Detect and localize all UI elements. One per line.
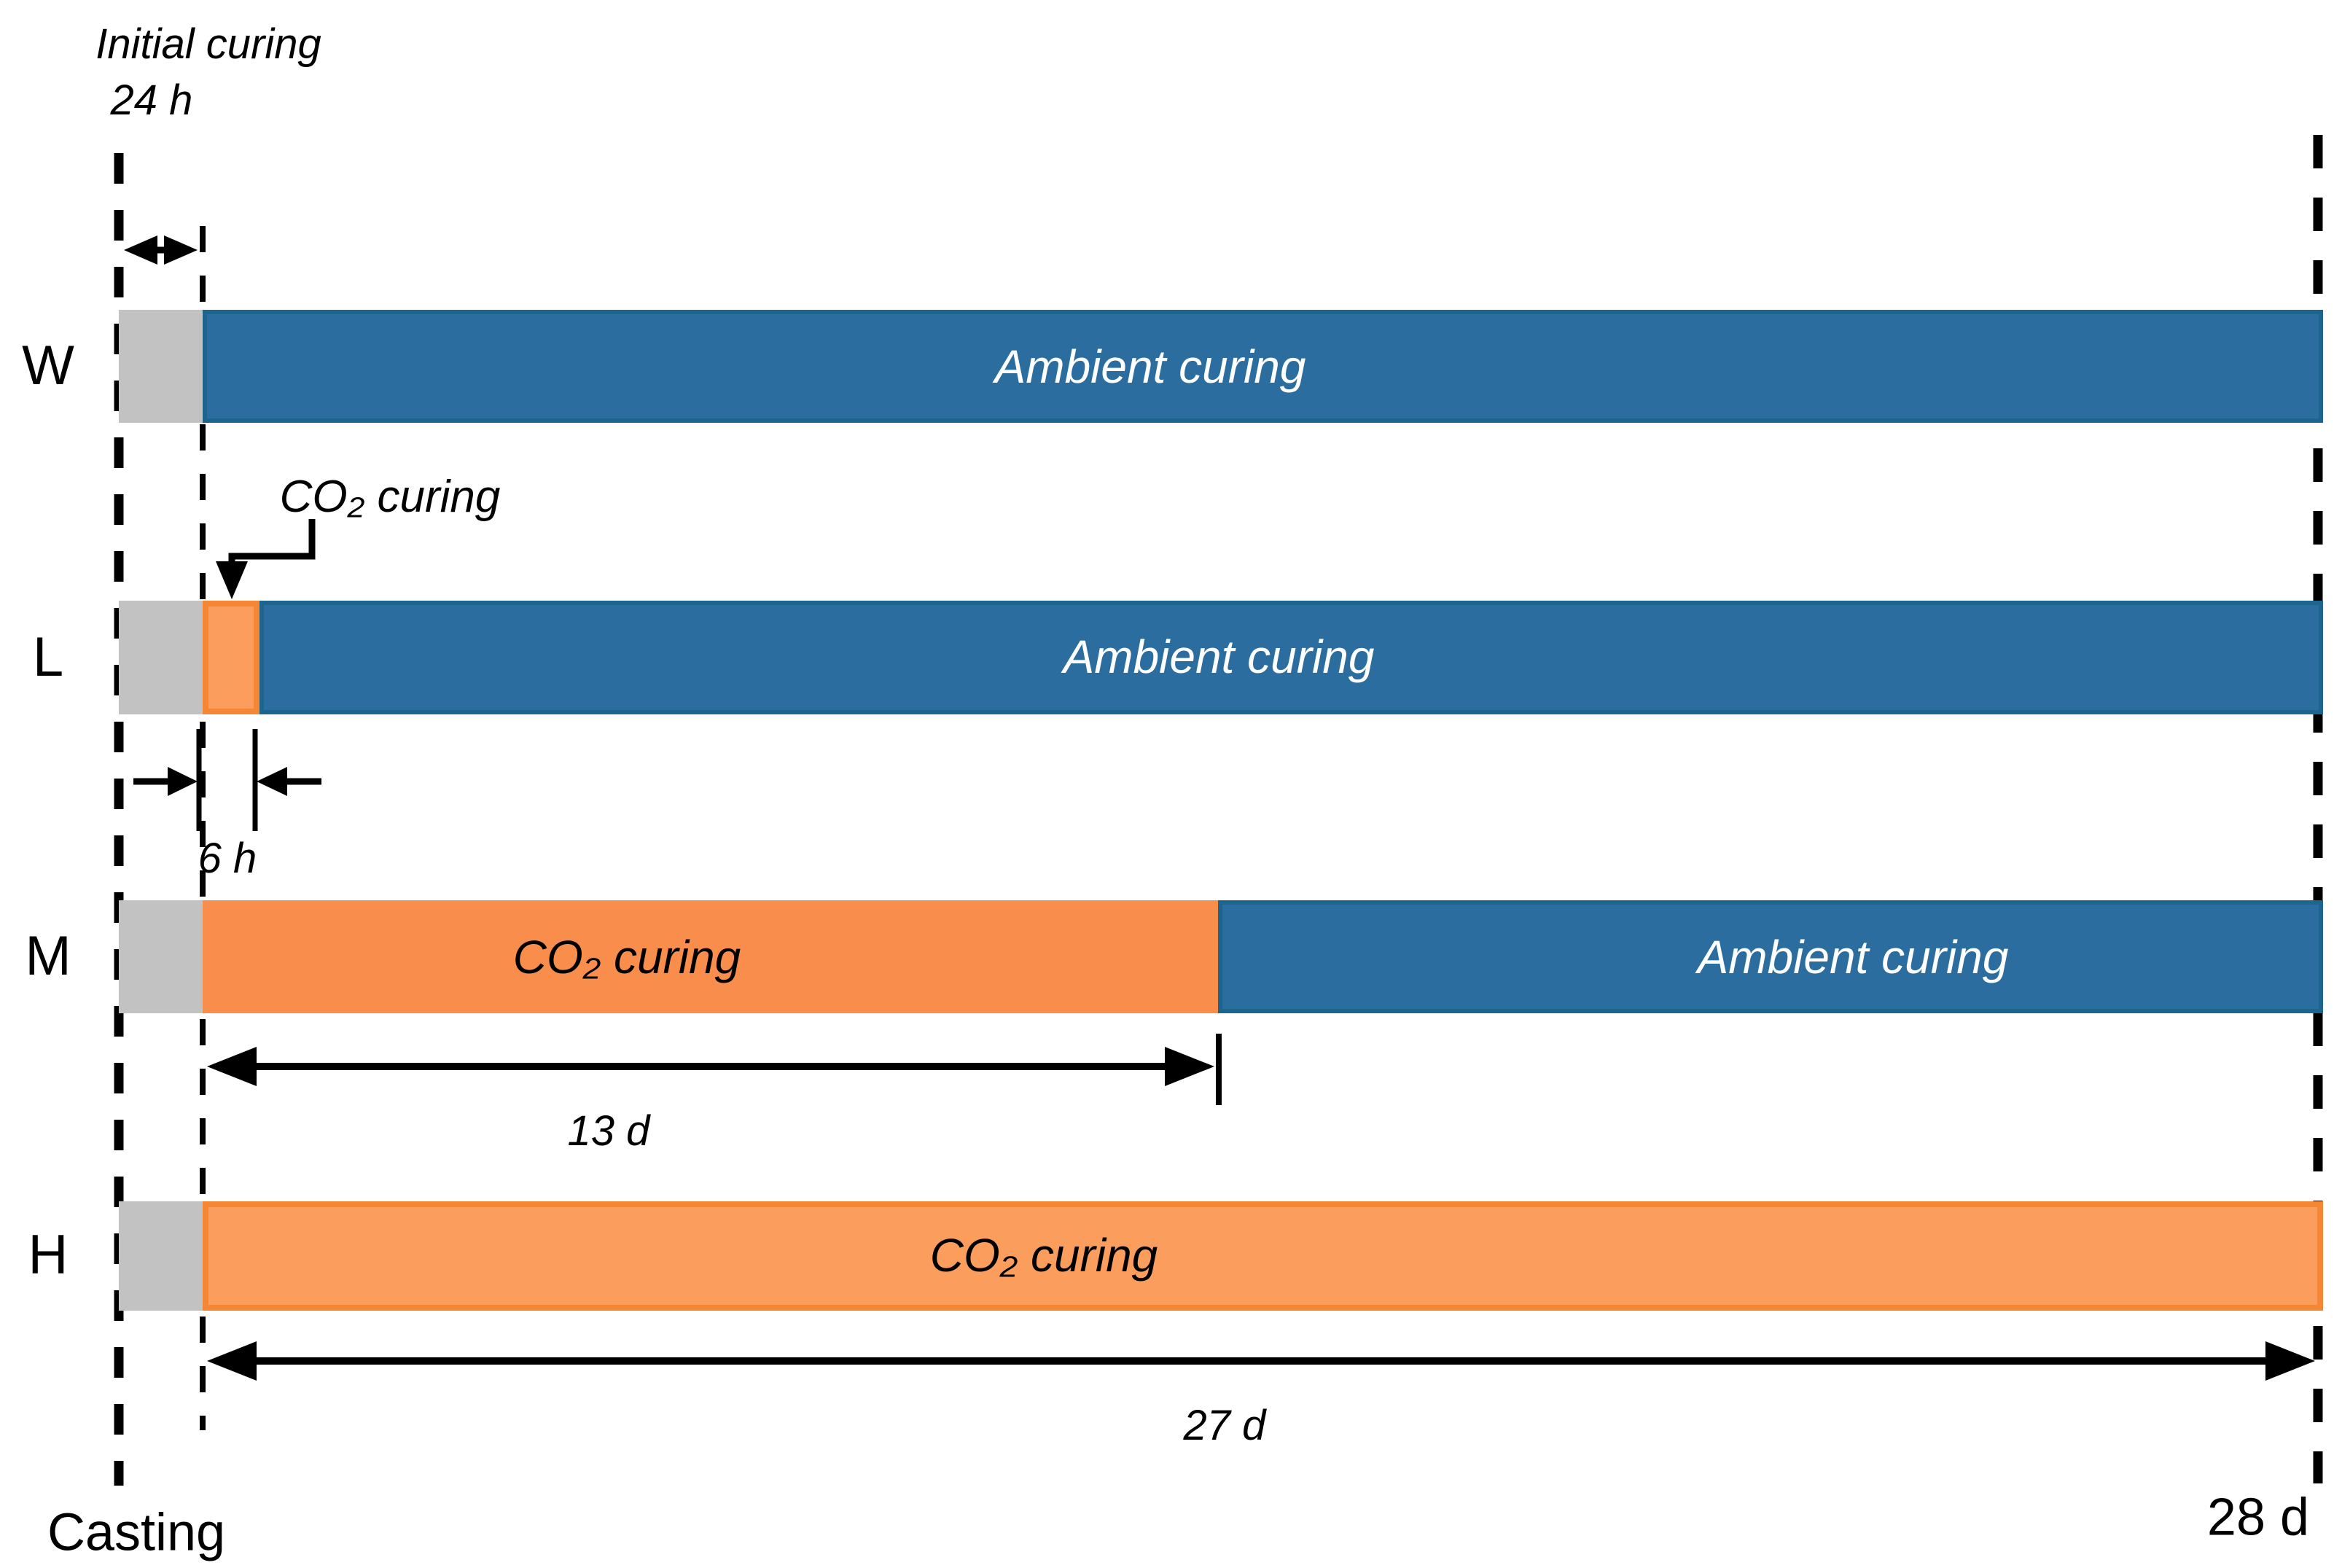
row-label-h: H xyxy=(28,1224,69,1287)
initial-curing-dimension-arrow xyxy=(124,235,198,265)
h-co2-curing-segment xyxy=(203,1201,2323,1311)
twenty-seven-day-label: 27 d xyxy=(1183,1402,1266,1450)
l-initial-curing-segment xyxy=(119,601,203,714)
thirteen-day-dimension-arrow xyxy=(207,1034,1222,1105)
l-ambient-curing-label: Ambient curing xyxy=(1063,630,1375,683)
casting-axis-label: Casting xyxy=(47,1503,226,1562)
thirteen-day-label: 13 d xyxy=(567,1107,650,1155)
co2-callout-arrow xyxy=(216,519,316,599)
l-ambient-curing-segment xyxy=(259,601,2323,714)
m-ambient-curing-segment xyxy=(1218,900,2323,1013)
m-co2-curing-segment xyxy=(203,900,1218,1013)
m-co2-curing-label: CO₂ curing xyxy=(512,930,741,983)
h-initial-curing-segment xyxy=(119,1201,203,1311)
m-ambient-curing-label: Ambient curing xyxy=(1697,930,2009,983)
row-label-m: M xyxy=(25,925,71,988)
co2-callout-label: CO₂ curing xyxy=(279,471,501,522)
w-initial-curing-segment xyxy=(119,310,203,423)
row-label-l: L xyxy=(32,626,64,689)
m-initial-curing-segment xyxy=(119,900,203,1013)
initial-curing-title: Initial curing xyxy=(95,20,321,69)
w-ambient-curing-label: Ambient curing xyxy=(994,340,1306,393)
l-co2-curing-segment xyxy=(203,601,259,714)
day28-axis-label: 28 d xyxy=(2206,1488,2310,1547)
row-label-w: W xyxy=(22,335,74,397)
w-ambient-curing-segment xyxy=(203,310,2323,423)
six-hour-dimension xyxy=(133,729,321,831)
twenty-seven-day-dimension-arrow xyxy=(207,1341,2315,1381)
six-hour-label: 6 h xyxy=(198,835,257,883)
initial-curing-duration-label: 24 h xyxy=(110,77,193,125)
h-co2-curing-label: CO₂ curing xyxy=(929,1228,1158,1282)
